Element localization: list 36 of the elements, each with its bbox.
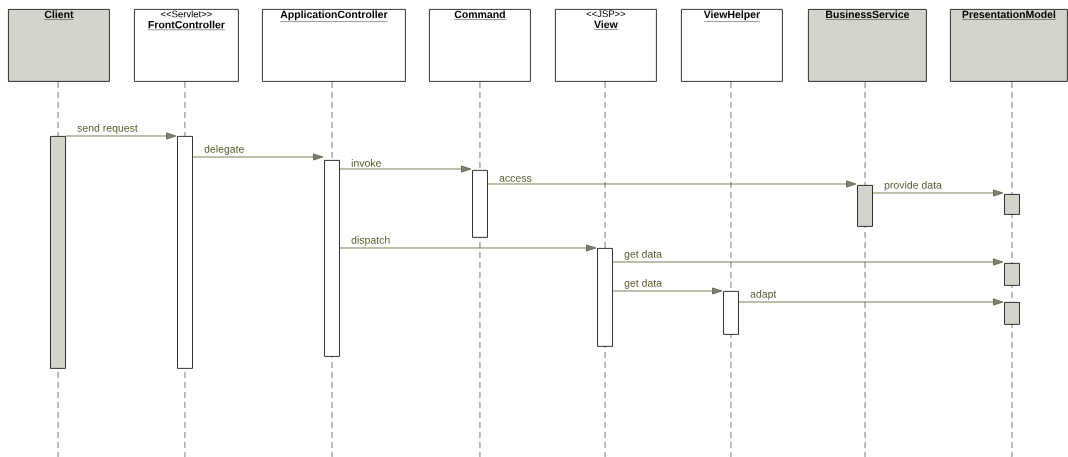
participant-box: ApplicationController [262, 9, 406, 82]
activation-bar [472, 170, 488, 238]
message-label: get data [624, 279, 663, 289]
message-label: dispatch [351, 236, 390, 246]
message-arrow [872, 189, 1004, 197]
activation-bar [597, 248, 613, 347]
message-arrow [738, 298, 1004, 306]
participant-box: BusinessService [808, 9, 927, 82]
participant-box: Client [8, 9, 110, 82]
message-label: access [499, 176, 532, 182]
activation-bar [50, 136, 66, 369]
activation-bar [1004, 263, 1020, 286]
message-label: send request [77, 124, 138, 134]
message-label: get data [624, 250, 663, 260]
activation-bar [324, 160, 340, 357]
participant-box: <<JSP>> View [555, 9, 657, 82]
message-label: delegate [204, 145, 244, 155]
participant-box: ViewHelper [681, 9, 783, 82]
message-arrow [339, 244, 597, 252]
participant-box: PresentationModel [950, 9, 1068, 82]
message-label: invoke [351, 159, 381, 167]
message-arrow [65, 132, 177, 140]
activation-bar [857, 185, 873, 227]
message-arrow [339, 165, 472, 173]
activation-bar [1004, 194, 1020, 215]
message-label: adapt [750, 290, 777, 300]
activation-bar [177, 136, 193, 369]
message-arrow [612, 258, 1004, 266]
activation-bar [1004, 302, 1020, 325]
message-arrow [192, 153, 324, 161]
message-label: provide data [884, 181, 942, 191]
participant-box: Command [429, 9, 531, 82]
message-arrow [612, 287, 723, 295]
message-arrow [487, 180, 857, 188]
activation-bar [723, 291, 739, 335]
participant-box: <<Servlet>> FrontController [134, 9, 239, 82]
